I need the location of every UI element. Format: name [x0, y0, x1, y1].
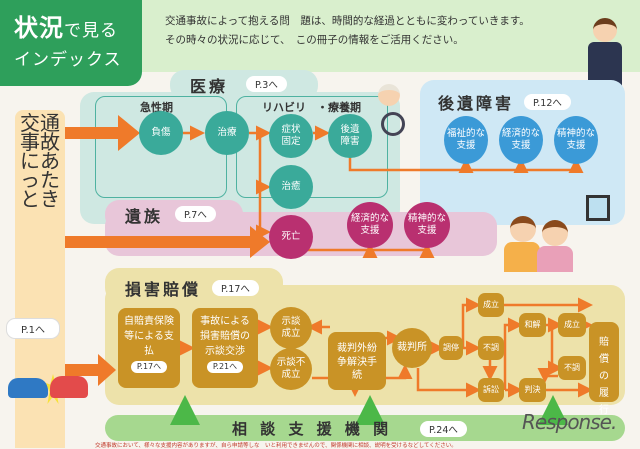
node-death[interactable]: 死亡 — [269, 215, 313, 259]
node-bereaved-mental[interactable]: 精神的な支援 — [404, 202, 450, 248]
blue-car-icon — [8, 378, 48, 398]
node-settled[interactable]: 示談成立 — [270, 307, 312, 349]
acute-phase-label: 急性期 — [140, 101, 173, 114]
node-reconcile-success[interactable]: 成立 — [558, 313, 586, 337]
medical-tab — [170, 70, 318, 100]
wheelchair-icon — [381, 112, 405, 136]
node-unsettled[interactable]: 示談不成立 — [270, 348, 312, 390]
node-reconcile[interactable]: 和解 — [519, 313, 546, 337]
box2-page-link[interactable]: P.21へ — [206, 361, 244, 373]
node-mental-support[interactable]: 精神的な支援 — [554, 116, 598, 164]
mourner2-illustration — [542, 220, 568, 246]
node-economic-support[interactable]: 経済的な支援 — [499, 116, 543, 164]
intro-line2: その時々の状況に応じて、 この冊子の情報をご活用ください。 — [165, 34, 464, 46]
bereaved-title: 遺族 — [125, 207, 164, 226]
man-head-illustration — [593, 18, 617, 42]
node-mediation-success[interactable]: 成立 — [478, 293, 504, 317]
p7-link[interactable]: P.7へ — [175, 206, 216, 222]
title-small: で見る — [64, 21, 118, 41]
damages-title: 損害賠償 — [125, 280, 202, 299]
node-symptom-fixed[interactable]: 症状固定 — [269, 114, 313, 158]
box-settlement-negotiation[interactable]: 事故による損害賠償の示談交渉 P.21へ — [192, 308, 258, 388]
node-court[interactable]: 裁判所 — [392, 328, 432, 368]
footer-note: 交通事故において、様々な支援内容がありますが、自ら申請等しな いと利用できません… — [95, 443, 457, 449]
mourner1-illustration — [510, 216, 536, 242]
rehab-phase-label: リハビリ ・療養期 — [262, 101, 361, 114]
medical-title: 医療 — [190, 77, 229, 96]
box-compulsory-insurance[interactable]: 自賠責保険等による支払 P.17へ — [118, 308, 180, 388]
box1-page-link[interactable]: P.17へ — [130, 361, 168, 373]
p12-link[interactable]: P.12へ — [524, 94, 571, 110]
p1-link[interactable]: P.1へ — [6, 318, 61, 339]
node-mediation-fail[interactable]: 不調 — [478, 336, 504, 360]
title-line2: インデックス — [14, 50, 122, 70]
consult-title: 相 談 支 援 機 関 — [232, 420, 393, 438]
p3-link[interactable]: P.3へ — [246, 76, 287, 92]
node-sequelae[interactable]: 後遺障害 — [328, 114, 372, 158]
bereaved-tab — [105, 200, 243, 230]
node-bereaved-economic[interactable]: 経済的な支援 — [347, 202, 393, 248]
node-lawsuit[interactable]: 訴訟 — [478, 378, 504, 402]
box-adr[interactable]: 裁判外紛争解決手続 — [328, 332, 386, 390]
mourner2-body — [537, 246, 573, 272]
node-mediation[interactable]: 調停 — [439, 336, 463, 360]
node-reconcile-fail[interactable]: 不調 — [558, 356, 586, 380]
node-treatment[interactable]: 治療 — [205, 111, 249, 155]
node-welfare-support[interactable]: 福祉的な支援 — [444, 116, 488, 164]
p24-link[interactable]: P.24へ — [420, 421, 467, 437]
p17-link[interactable]: P.17へ — [212, 280, 259, 296]
node-cured[interactable]: 治癒 — [269, 165, 313, 209]
mourner1-body — [504, 242, 540, 272]
node-injury[interactable]: 負傷 — [139, 111, 183, 155]
title-main: 状況 — [14, 14, 64, 42]
response-watermark: Response. — [522, 410, 617, 434]
box1-label: 自賠責保険等による支払 — [124, 316, 174, 357]
box-fulfillment[interactable]: 賠償の履行 — [589, 322, 619, 416]
intro-line1: 交通事故によって抱える問 題は、時間的な経過とともに変わっていきます。 — [165, 15, 530, 27]
red-car-icon — [50, 376, 88, 398]
injured-person-illustration — [378, 84, 400, 106]
page-title: 状況で見る インデックス — [0, 0, 142, 86]
sequelae-title: 後遺障害 — [438, 94, 515, 113]
box2-label: 事故による損害賠償の示談交渉 — [200, 316, 250, 357]
accident-label: 交通事故にあったとき — [20, 111, 60, 211]
portrait-frame-icon — [586, 195, 610, 221]
node-judgment[interactable]: 判決 — [519, 378, 546, 402]
